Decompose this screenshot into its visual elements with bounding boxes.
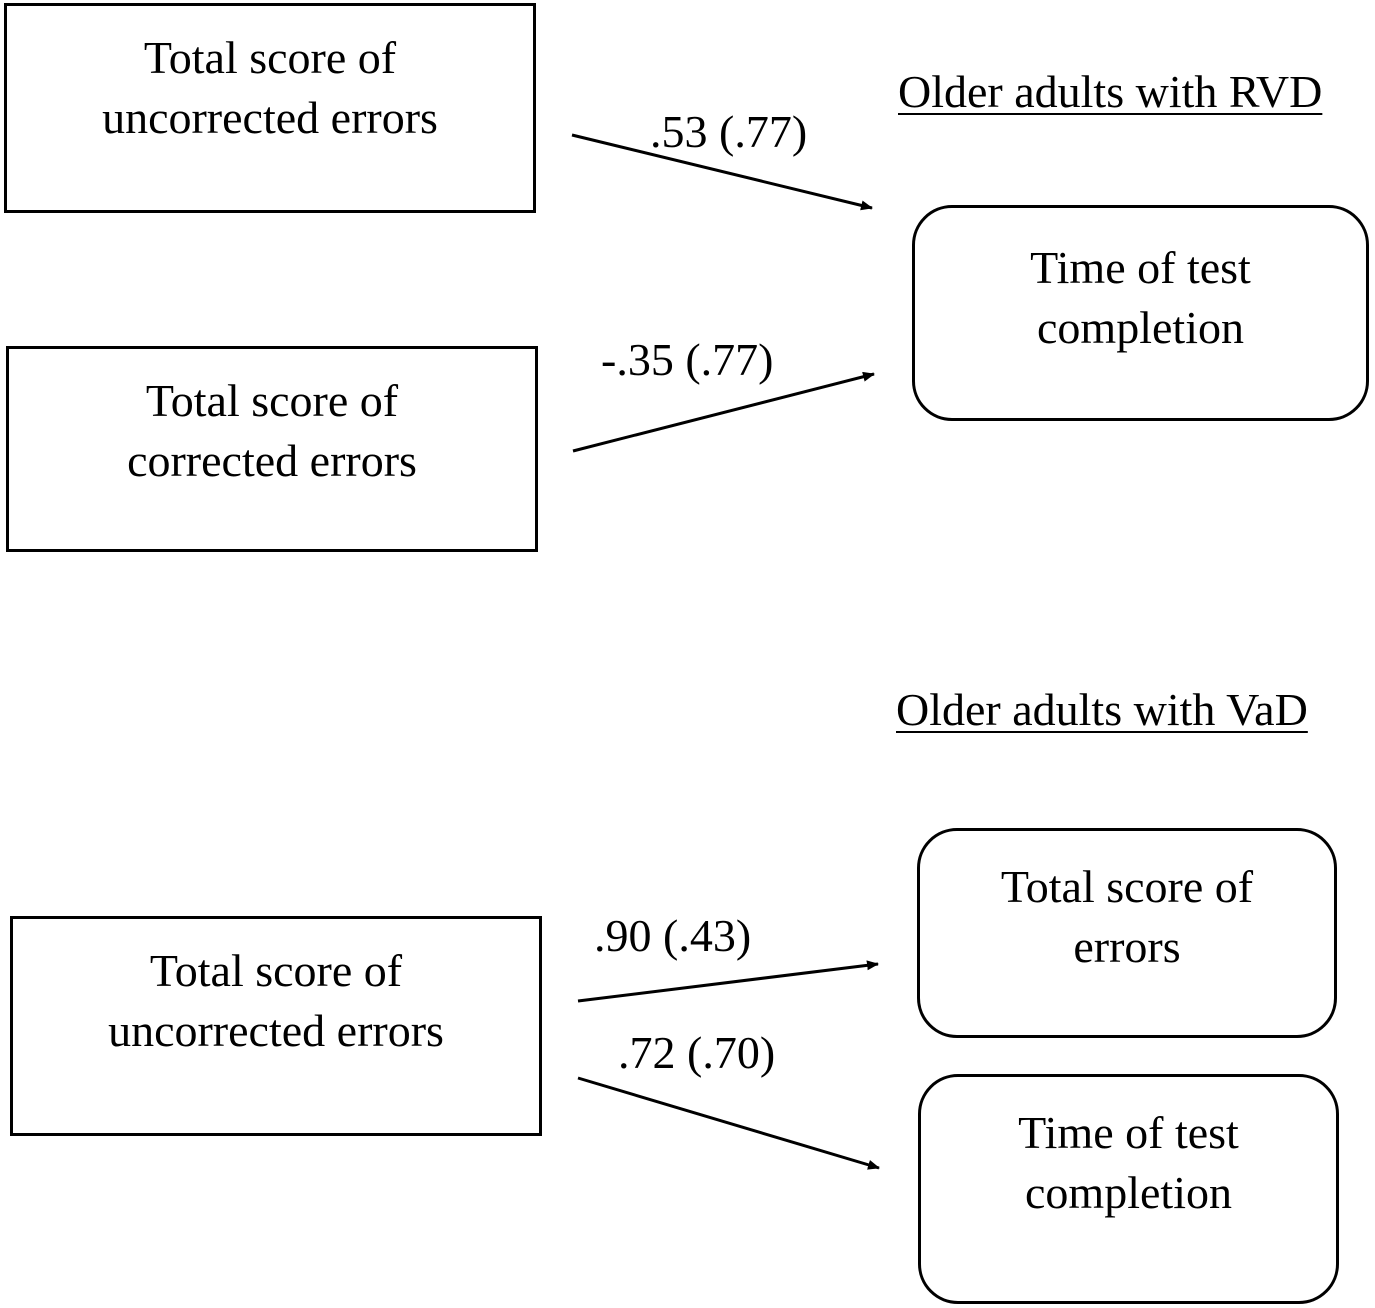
rvd-outcome-time-box: Time of test completion	[912, 205, 1369, 421]
vad-predictor-uncorrected-line1: Total score of	[149, 945, 403, 996]
vad-path-label-time: .72 (.70)	[618, 1027, 776, 1078]
rvd-path-arrow-uncorrected	[571, 133, 873, 211]
vad-outcome-time-line1: Time of test	[1018, 1107, 1239, 1158]
rvd-predictor-uncorrected-line2: uncorrected errors	[102, 92, 438, 143]
vad-predictor-uncorrected-box: Total score of uncorrected errors	[10, 916, 542, 1136]
rvd-path-arrow-corrected	[572, 371, 875, 453]
rvd-predictor-corrected-line2: corrected errors	[127, 435, 417, 486]
vad-path-arrow-time	[577, 1076, 880, 1170]
vad-predictor-uncorrected-line2: uncorrected errors	[108, 1005, 444, 1056]
vad-outcome-time-line2: completion	[1025, 1167, 1232, 1218]
rvd-outcome-time-line2: completion	[1037, 302, 1244, 353]
rvd-predictor-uncorrected-box: Total score of uncorrected errors	[4, 3, 536, 213]
vad-heading: Older adults with VaD	[896, 684, 1308, 735]
rvd-predictor-uncorrected-line1: Total score of	[143, 32, 397, 83]
rvd-heading: Older adults with RVD	[898, 66, 1323, 117]
rvd-predictor-corrected-line1: Total score of	[145, 375, 399, 426]
rvd-path-label-uncorrected: .53 (.77)	[650, 106, 808, 157]
vad-outcome-errors-box: Total score of errors	[917, 828, 1337, 1038]
rvd-predictor-corrected-box: Total score of corrected errors	[6, 346, 538, 552]
vad-outcome-time-box: Time of test completion	[918, 1074, 1339, 1304]
vad-path-label-errors: .90 (.43)	[594, 910, 752, 961]
vad-path-arrow-errors	[577, 960, 879, 1003]
rvd-path-label-corrected: -.35 (.77)	[601, 334, 774, 385]
vad-outcome-errors-line1: Total score of	[1000, 861, 1254, 912]
vad-outcome-errors-line2: errors	[1073, 921, 1181, 972]
rvd-outcome-time-line1: Time of test	[1030, 242, 1251, 293]
